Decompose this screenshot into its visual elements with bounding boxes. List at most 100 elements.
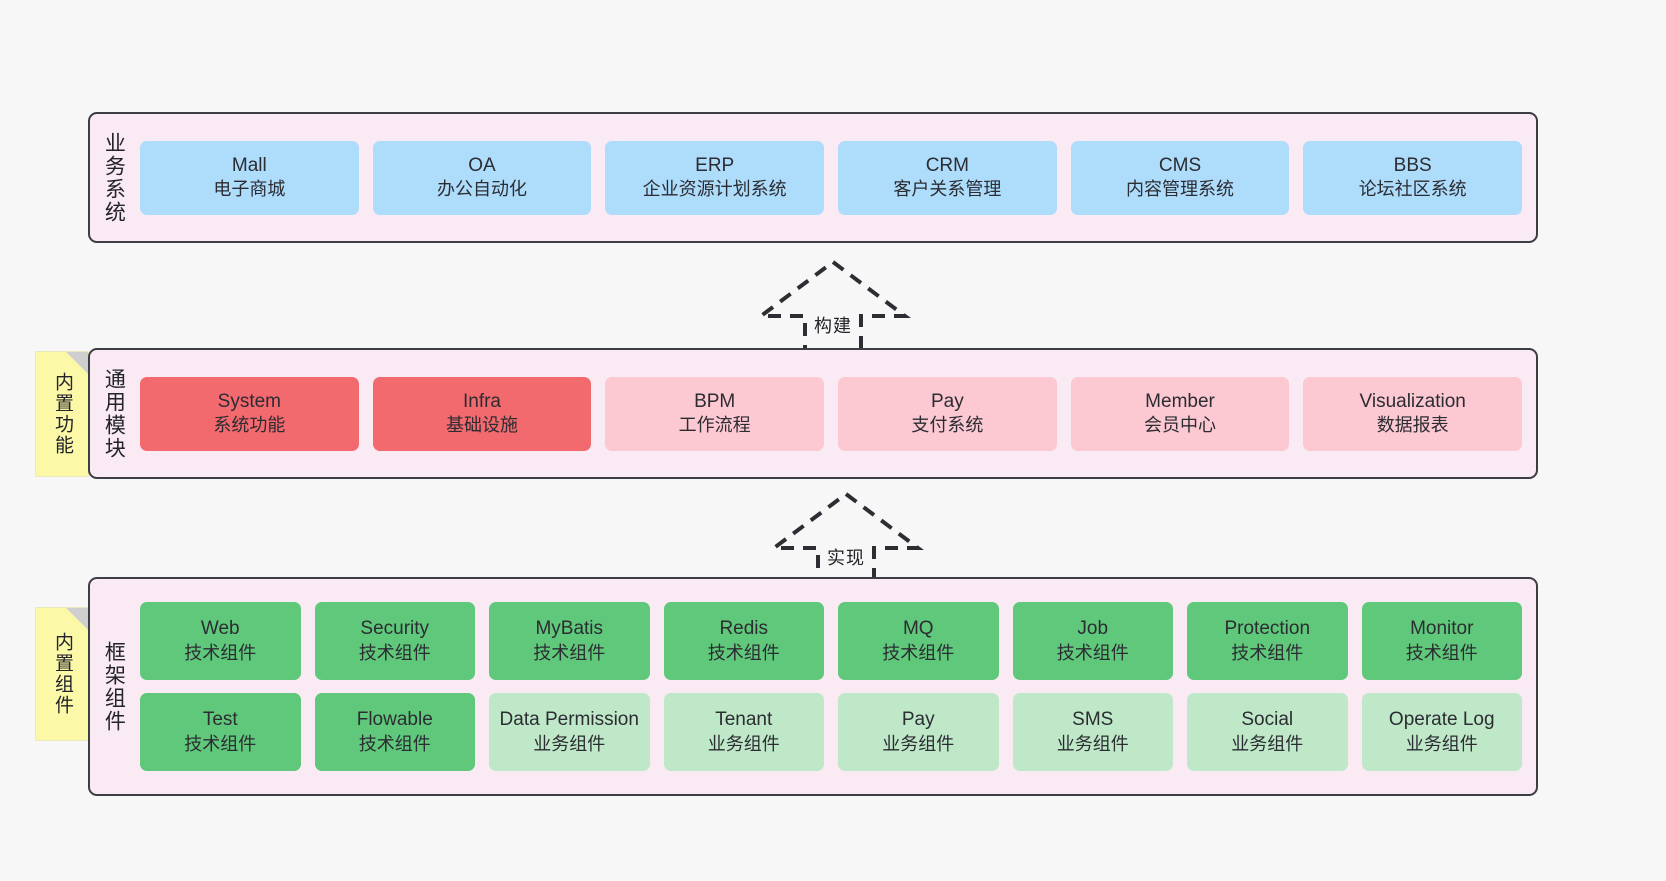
card-subtitle: 业务组件 — [533, 733, 606, 754]
card-subtitle: 业务组件 — [1231, 733, 1304, 754]
card-bpm[interactable]: BPM 工作流程 — [605, 376, 825, 451]
sticky-note-builtin-features: 内置功能 — [36, 352, 88, 476]
layer-body-common-module: System 系统功能 Infra 基础设施 BPM 工作流程 Pay 支付系统… — [136, 350, 1536, 477]
card-row-business: Test 技术组件 Flowable 技术组件 Data Permission … — [140, 693, 1522, 771]
card-row: System 系统功能 Infra 基础设施 BPM 工作流程 Pay 支付系统… — [140, 376, 1523, 451]
card-title: CMS — [1158, 154, 1202, 176]
card-member[interactable]: Member 会员中心 — [1070, 376, 1290, 451]
layer-body-framework-component: Web 技术组件 Security 技术组件 MyBatis 技术组件 Redi… — [136, 579, 1536, 794]
card-tenant[interactable]: Tenant 业务组件 — [663, 693, 824, 771]
card-system[interactable]: System 系统功能 — [140, 376, 359, 451]
card-subtitle: 技术组件 — [1231, 642, 1304, 663]
card-redis[interactable]: Redis 技术组件 — [663, 602, 824, 680]
card-subtitle: 业务组件 — [1405, 733, 1478, 754]
card-subtitle: 技术组件 — [533, 642, 606, 663]
card-cms[interactable]: CMS 内容管理系统 — [1070, 140, 1290, 215]
layer-body-business-system: Mall 电子商城 OA 办公自动化 ERP 企业资源计划系统 CRM 客户关系… — [136, 114, 1536, 241]
card-pay[interactable]: Pay 支付系统 — [838, 376, 1057, 451]
card-title: Protection — [1224, 618, 1311, 640]
card-subtitle: 技术组件 — [1056, 642, 1129, 663]
card-subtitle: 技术组件 — [882, 642, 955, 663]
card-subtitle: 内容管理系统 — [1126, 179, 1235, 200]
card-title: Social — [1241, 709, 1294, 731]
card-pay-business[interactable]: Pay 业务组件 — [838, 693, 999, 771]
card-subtitle: 电子商城 — [213, 179, 286, 200]
card-title: Infra — [462, 390, 502, 412]
card-mybatis[interactable]: MyBatis 技术组件 — [489, 602, 650, 680]
card-test[interactable]: Test 技术组件 — [140, 693, 301, 771]
arrow-implement-up: 实现 — [768, 490, 924, 586]
card-title: Monitor — [1410, 618, 1474, 640]
card-title: BBS — [1393, 154, 1432, 176]
card-title: SMS — [1072, 709, 1114, 731]
card-social[interactable]: Social 业务组件 — [1187, 693, 1348, 771]
card-subtitle: 技术组件 — [1405, 642, 1478, 663]
card-subtitle: 支付系统 — [911, 415, 984, 436]
card-subtitle: 客户关系管理 — [893, 179, 1002, 200]
card-web[interactable]: Web 技术组件 — [140, 602, 301, 680]
card-subtitle: 数据报表 — [1376, 415, 1449, 436]
layer-business-system: 业务系统 Mall 电子商城 OA 办公自动化 ERP 企业资源计划系统 CRM… — [88, 112, 1538, 243]
card-data-permission[interactable]: Data Permission 业务组件 — [489, 693, 650, 771]
card-subtitle: 业务组件 — [882, 733, 955, 754]
card-operate-log[interactable]: Operate Log 业务组件 — [1361, 693, 1522, 771]
card-title: CRM — [925, 154, 969, 176]
arrow-build-up: 构建 — [755, 258, 911, 354]
card-infra[interactable]: Infra 基础设施 — [372, 376, 592, 451]
card-subtitle: 技术组件 — [707, 642, 780, 663]
layer-framework-component: 框架组件 Web 技术组件 Security 技术组件 MyBatis 技术组件… — [88, 577, 1538, 796]
card-title: OA — [468, 154, 496, 176]
card-subtitle: 业务组件 — [707, 733, 780, 754]
card-title: Operate Log — [1388, 709, 1495, 731]
card-title: Visualization — [1359, 390, 1466, 412]
card-flowable[interactable]: Flowable 技术组件 — [314, 693, 475, 771]
arrow-label: 构建 — [814, 316, 852, 336]
card-subtitle: 基础设施 — [446, 415, 518, 436]
card-subtitle: 办公自动化 — [437, 179, 527, 200]
sticky-note-label: 内置功能 — [52, 372, 74, 456]
card-title: Pay — [930, 390, 964, 412]
card-oa[interactable]: OA 办公自动化 — [372, 140, 592, 215]
card-visualization[interactable]: Visualization 数据报表 — [1303, 376, 1523, 451]
layer-common-module: 通用模块 System 系统功能 Infra 基础设施 BPM 工作流程 Pay… — [88, 348, 1538, 479]
card-title: Web — [200, 618, 240, 640]
card-crm[interactable]: CRM 客户关系管理 — [838, 140, 1057, 215]
card-title: MyBatis — [535, 618, 604, 640]
layer-title-common-module: 通用模块 — [102, 367, 126, 460]
card-title: Member — [1145, 390, 1215, 412]
card-mq[interactable]: MQ 技术组件 — [838, 602, 999, 680]
card-row: Mall 电子商城 OA 办公自动化 ERP 企业资源计划系统 CRM 客户关系… — [140, 140, 1523, 215]
dashed-up-arrow-icon — [768, 491, 924, 586]
card-subtitle: 技术组件 — [358, 642, 431, 663]
card-title: Pay — [901, 709, 935, 731]
card-title: Tenant — [715, 709, 773, 731]
card-erp[interactable]: ERP 企业资源计划系统 — [605, 140, 825, 215]
card-title: Mall — [231, 154, 267, 176]
card-title: ERP — [695, 154, 735, 176]
card-subtitle: 系统功能 — [213, 415, 286, 436]
card-subtitle: 工作流程 — [678, 415, 751, 436]
sticky-note-label: 内置组件 — [52, 632, 74, 716]
card-sms[interactable]: SMS 业务组件 — [1012, 693, 1173, 771]
sticky-fold-corner-icon — [66, 352, 88, 374]
card-monitor[interactable]: Monitor 技术组件 — [1361, 602, 1522, 680]
card-title: System — [217, 390, 282, 412]
card-row-tech: Web 技术组件 Security 技术组件 MyBatis 技术组件 Redi… — [140, 602, 1522, 680]
card-security[interactable]: Security 技术组件 — [314, 602, 475, 680]
card-bbs[interactable]: BBS 论坛社区系统 — [1303, 140, 1523, 215]
card-title: BPM — [694, 390, 736, 412]
card-subtitle: 会员中心 — [1144, 415, 1217, 436]
sticky-note-builtin-components: 内置组件 — [36, 608, 88, 740]
layer-title-framework-component: 框架组件 — [102, 640, 126, 733]
card-subtitle: 技术组件 — [184, 642, 257, 663]
card-title: Flowable — [356, 709, 433, 731]
card-title: Security — [360, 618, 430, 640]
card-mall[interactable]: Mall 电子商城 — [140, 140, 359, 215]
card-title: Job — [1077, 618, 1109, 640]
card-title: MQ — [902, 618, 934, 640]
card-protection[interactable]: Protection 技术组件 — [1187, 602, 1348, 680]
card-title: Redis — [719, 618, 769, 640]
card-job[interactable]: Job 技术组件 — [1012, 602, 1173, 680]
card-subtitle: 技术组件 — [184, 733, 257, 754]
